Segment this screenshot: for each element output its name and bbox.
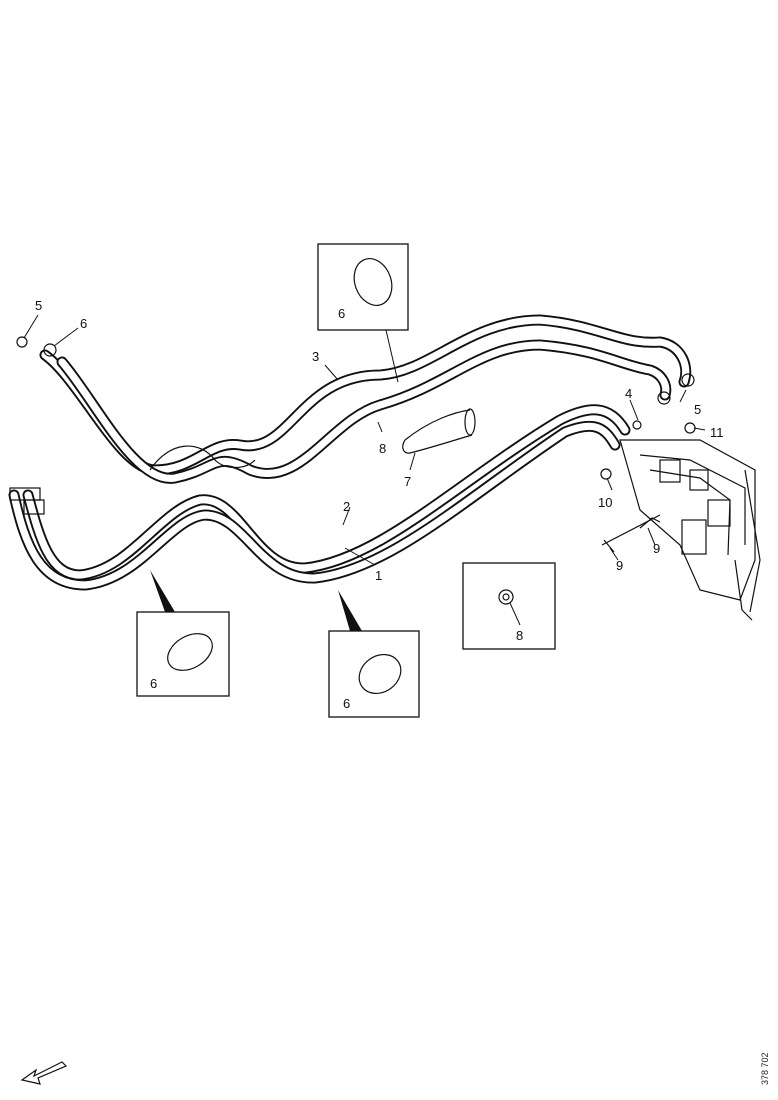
clamp-detail-7 (402, 408, 476, 454)
fitting-icon (681, 373, 695, 387)
label-6-left-box: 6 (150, 676, 157, 691)
bolt-icon (632, 420, 642, 430)
label-9-bottom: 9 (616, 558, 623, 573)
fitting-icon (43, 343, 57, 357)
label-9-right: 9 (653, 541, 660, 556)
label-2: 2 (343, 499, 350, 514)
bolt-icon (601, 514, 661, 546)
label-3: 3 (312, 349, 319, 364)
detail-box-middle: 6 (328, 590, 420, 718)
callout-leaders (23, 314, 706, 566)
label-6-top-left: 6 (80, 316, 87, 331)
detail-box-top: 6 (317, 243, 409, 383)
label-10: 10 (598, 495, 612, 510)
fitting-icon (16, 336, 28, 348)
bolt-icon (684, 422, 696, 434)
upper-pipe-assembly (16, 314, 695, 484)
fitting-icon (657, 391, 671, 405)
label-8-mid: 8 (379, 441, 386, 456)
direction-arrow-icon (20, 1061, 68, 1085)
label-5-top-left: 5 (35, 298, 42, 313)
label-1: 1 (375, 568, 382, 583)
reference-code: 378 702 (760, 1052, 770, 1085)
detail-box-left: 6 (136, 570, 230, 697)
label-6-top-box: 6 (338, 306, 345, 321)
detail-box-right: 8 (462, 562, 556, 650)
label-5-right: 5 (694, 402, 701, 417)
label-11: 11 (710, 425, 724, 440)
label-8-box: 8 (516, 628, 523, 643)
lower-pipe-assembly (8, 404, 631, 591)
label-6-mid-box: 6 (343, 696, 350, 711)
label-7: 7 (404, 474, 411, 489)
washer-icon (600, 468, 612, 480)
valve-block-assembly (600, 420, 761, 621)
label-4: 4 (625, 386, 632, 401)
connector-icon (23, 499, 45, 515)
